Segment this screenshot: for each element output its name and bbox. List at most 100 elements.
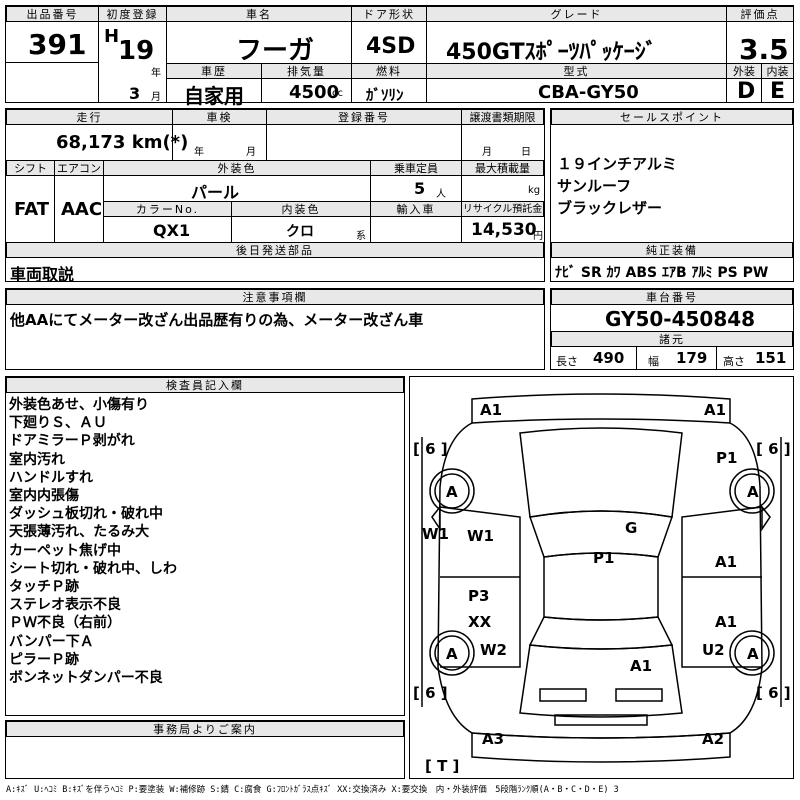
capacity: 5 (414, 179, 426, 198)
grade-label: グレード (426, 6, 727, 22)
ext-color: パール (191, 183, 240, 202)
notes-text: 他AAにてメーター改ざん出品歴有りの為、メーター改ざん車 (10, 311, 424, 329)
inspector-note: ボンネットダンパー不良 (9, 670, 163, 687)
inspector-note: 室内汚れ (9, 451, 65, 468)
length-label: 長さ (556, 355, 578, 368)
interior-grade: E (770, 79, 786, 104)
yen-unit: 円 (533, 231, 543, 242)
height-label: 高さ (723, 355, 745, 368)
inspector-block: 検査員記入欄 外装色あせ、小傷有り 下廻りＳ、ＡＵ ドアミラーＰ剥がれ 室内汚れ… (5, 376, 405, 716)
chassis-number: GY50-450848 (605, 307, 756, 331)
kei-unit: 系 (356, 231, 366, 242)
aircon-label: エアコン (54, 160, 104, 176)
damage-code: [ 6 ] (413, 440, 448, 458)
inspector-note: シート切れ・破れ中、しわ (9, 560, 177, 577)
damage-code: A1 (630, 657, 653, 675)
car-name-label: 車名 (166, 6, 352, 22)
sales-point-item: ブラックレザー (557, 199, 663, 217)
recycle: 14,530 (471, 220, 537, 240)
grade: 450GTｽﾎﾟｰﾂﾊﾟｯｹｰｼﾞ (446, 40, 657, 65)
damage-code: A (446, 645, 458, 663)
damage-code: [ T ] (425, 757, 460, 775)
damage-code: [ 6 ] (413, 684, 448, 702)
sales-point-item: サンルーフ (557, 177, 632, 195)
reg-no-label: 登録番号 (266, 109, 462, 125)
inspector-note: ハンドルすれ (9, 469, 93, 486)
post-parts: 車両取説 (10, 265, 75, 284)
model: CBA-GY50 (538, 82, 639, 103)
score-label: 評価点 (726, 6, 794, 22)
damage-code: A (747, 483, 759, 501)
int-color: クロ (286, 224, 314, 240)
damage-code: W2 (480, 641, 507, 659)
equipment: ﾅﾋﾞ SR ｶﾜ ABS ｴｱB ｱﾙﾐ PS PW (555, 265, 769, 281)
ext-color-label: 外装色 (103, 160, 371, 176)
mileage-label: 走行 (6, 109, 173, 125)
max-load-label: 最大積載量 (461, 160, 544, 176)
damage-code: A2 (702, 730, 725, 748)
inspector-note: ダッシュ板切れ・破れ中 (9, 506, 163, 523)
first-reg-label: 初度登録 (98, 6, 167, 22)
width: 179 (676, 349, 708, 367)
exterior-grade: D (737, 79, 756, 104)
damage-code: W1 (422, 525, 449, 543)
displacement-label: 排気量 (261, 63, 352, 79)
insp-year-unit: 年 (194, 147, 204, 158)
cc-unit: cc (332, 88, 343, 99)
inspector-label: 検査員記入欄 (6, 377, 404, 393)
inspector-note: ピラーＰ跡 (9, 651, 79, 668)
equipment-label: 純正装備 (551, 242, 793, 258)
inspector-note: カーペット焦げ中 (9, 542, 121, 559)
post-parts-label: 後日発送部品 (6, 242, 544, 258)
legend: A:ｷｽﾞ U:ﾍｺﾐ B:ｷｽﾞを伴うﾍｺﾐ P:要塗装 W:補修跡 S:錆 … (6, 785, 619, 795)
transfer-month-unit: 月 (482, 147, 492, 158)
lot-label: 出品番号 (6, 6, 99, 22)
damage-code: A1 (715, 613, 738, 631)
damage-code: [ 6 ] (756, 440, 791, 458)
kg-unit: kg (528, 185, 541, 196)
fuel: ｶﾞｿﾘﾝ (366, 86, 404, 104)
inspector-note: ステレオ表示不良 (9, 597, 121, 614)
recycle-label: リサイクル預託金 (461, 201, 544, 217)
damage-code: P1 (716, 449, 738, 467)
import-label: 輸入車 (370, 201, 462, 217)
lot-number: 391 (28, 28, 87, 61)
header-block: 出品番号 初度登録 車名 ドア形状 グレード 評価点 391 H 19 年 フー… (5, 5, 794, 108)
sales-point-block: セールスポイント １９インチアルミ サンルーフ ブラックレザー 純正装備 ﾅﾋﾞ… (550, 108, 794, 282)
inspection-label: 車検 (172, 109, 267, 125)
shift: FAT (14, 199, 50, 220)
inspector-note: 下廻りＳ、ＡＵ (9, 415, 107, 432)
specs-label: 諸元 (551, 331, 793, 347)
score: 3.5 (739, 33, 789, 66)
damage-code: XX (468, 613, 492, 631)
exterior-label: 外装 (726, 63, 762, 79)
displacement: 4500 (289, 82, 340, 103)
inspector-note: バンパー下Ａ (9, 633, 94, 650)
year-unit: 年 (151, 68, 161, 79)
inspector-note: 外装色あせ、小傷有り (9, 397, 149, 413)
damage-code: [ 6 ] (756, 684, 791, 702)
length: 490 (593, 349, 625, 367)
door-type: 4SD (366, 34, 416, 59)
damage-code: P3 (468, 587, 490, 605)
damage-code: A (747, 645, 759, 663)
model-label: 型式 (426, 63, 727, 79)
damage-code: G (625, 519, 638, 537)
damage-code: A (446, 483, 458, 501)
notes-block: 注意事項欄 他AAにてメーター改ざん出品歴有りの為、メーター改ざん車 (5, 288, 545, 370)
width-label: 幅 (648, 355, 659, 368)
damage-code: A1 (704, 401, 727, 419)
color-no: QX1 (153, 221, 191, 240)
damage-code: W1 (467, 527, 494, 545)
inspector-note: タッチＰ跡 (9, 579, 79, 596)
int-color-label: 内装色 (231, 201, 371, 217)
transfer-label: 譲渡書類期限 (461, 109, 544, 125)
chassis-label: 車台番号 (551, 289, 793, 305)
reg-year: 19 (118, 36, 155, 66)
door-label: ドア形状 (351, 6, 427, 22)
inspector-note: ＰＷ不良（右前） (9, 615, 121, 632)
damage-code: A1 (715, 553, 738, 571)
damage-diagram: A1 A1 [ 6 ] [ 6 ] P1 A A W1 W1 G P1 A1 P… (409, 376, 794, 779)
height: 151 (755, 349, 787, 367)
damage-code: A1 (480, 401, 503, 419)
